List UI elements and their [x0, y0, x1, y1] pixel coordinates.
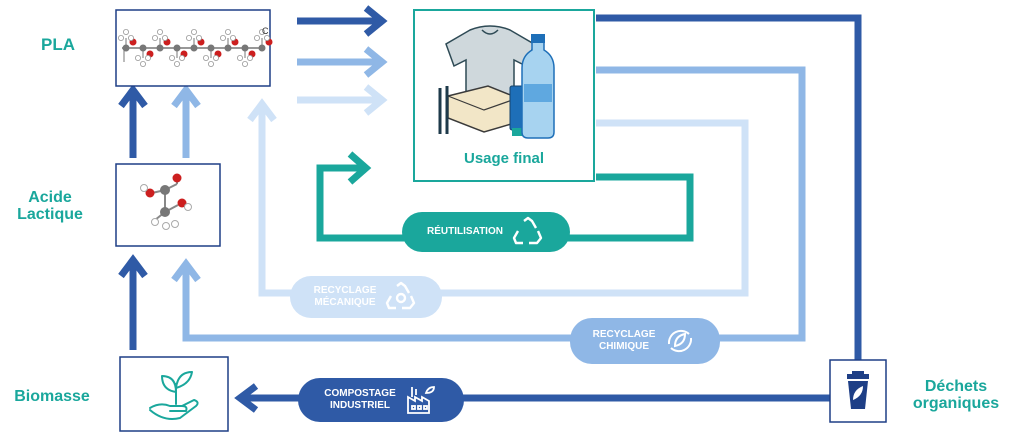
biomasse-label: Biomasse: [14, 388, 90, 405]
hydrogen-atom: [258, 28, 265, 35]
hydrogen-atom: [229, 35, 236, 42]
arrowhead-pla-usage-light: [363, 84, 388, 116]
recyclage-chimique-line2: CHIMIQUE: [598, 341, 649, 352]
pla-molecule-chain: [118, 28, 273, 68]
dechets-label-line2: organiques: [912, 394, 1000, 412]
carbon-atom: [224, 44, 232, 52]
hydrogen-atom: [127, 35, 134, 42]
usage-final-label: Usage final: [464, 150, 544, 167]
molecule-end-label: C: [262, 26, 269, 36]
recyclage-mecanique-pill: RECYCLAGE MÉCANIQUE: [290, 276, 442, 318]
acide-lactique-label: Acide Lactique: [2, 189, 98, 224]
compostage-line2: INDUSTRIEL: [329, 400, 390, 411]
carbon-atom: [156, 44, 164, 52]
arrowhead-chimique-acide: [171, 258, 201, 283]
hydrogen-atom: [241, 61, 248, 68]
hydrogen-atom: [144, 55, 151, 62]
reutilisation-text: RÉUTILISATION: [427, 225, 503, 237]
lactic-acid-molecule: [140, 173, 192, 230]
hydrogen-atom: [219, 35, 226, 42]
hydrogen-atom: [118, 35, 125, 42]
recycle-icon: [512, 216, 543, 245]
plant-in-hand-icon: [149, 371, 199, 420]
hydrogen-atom: [190, 28, 197, 35]
flow-usage-to-dechets: [596, 14, 862, 360]
flow-recyclage-mecanique: [258, 108, 749, 297]
pla-label: PLA: [41, 35, 75, 54]
hydrogen-atom: [202, 55, 209, 62]
hydrogen-atom: [195, 35, 202, 42]
carbon-atom: [173, 44, 181, 52]
hydrogen-atom: [161, 35, 168, 42]
compostage-industriel-pill: COMPOSTAGE INDUSTRIEL: [298, 378, 464, 422]
hydrogen-atom: [246, 55, 253, 62]
arrowhead-acide-to-pla-mid: [171, 84, 201, 109]
recyclage-mecanique-line2: MÉCANIQUE: [314, 297, 376, 308]
arrowhead-biomasse-to-acide: [118, 254, 148, 279]
carbon-atom: [241, 44, 249, 52]
dechets-organiques-label: Déchets organiques: [906, 378, 1006, 413]
hydrogen-atom: [236, 55, 243, 62]
arrowhead-pla-usage-dark: [363, 5, 388, 37]
recycle-gear-icon: [386, 281, 416, 310]
reutilisation-pill: RÉUTILISATION: [402, 212, 570, 252]
arrowhead-mecanique-pla: [247, 98, 277, 123]
hydrogen-atom: [123, 28, 130, 35]
recyclage-chimique-line1: RECYCLAGE: [592, 328, 656, 340]
hydrogen-atom: [212, 55, 219, 62]
carbon-atom: [139, 44, 147, 52]
dechets-label-line1: Déchets: [924, 378, 988, 395]
arrowhead-pla-usage-mid: [363, 46, 388, 78]
arrowhead-reutilisation: [347, 151, 372, 185]
hydrogen-atom: [139, 61, 146, 68]
hydrogen-atom: [151, 35, 158, 42]
recyclage-chimique-pill: RECYCLAGE CHIMIQUE: [570, 318, 720, 364]
hydrogen-atom: [168, 55, 175, 62]
carbon-atom: [190, 44, 198, 52]
leaf-cycle-icon: [668, 329, 693, 353]
hydrogen-atom: [185, 35, 192, 42]
hydrogen-atom: [224, 28, 231, 35]
hydrogen-atom: [178, 55, 185, 62]
carbon-atom: [122, 44, 130, 52]
acide-label-line1: Acide: [28, 189, 72, 206]
carbon-atom: [207, 44, 215, 52]
compostage-line1: COMPOSTAGE: [324, 387, 396, 399]
recyclage-mecanique-line1: RECYCLAGE: [313, 284, 377, 296]
arrowhead-acide-to-pla-dark: [118, 84, 148, 109]
hydrogen-atom: [173, 61, 180, 68]
factory-icon: [406, 386, 435, 414]
carbon-atom: [258, 44, 266, 52]
hydrogen-atom: [207, 61, 214, 68]
tshirt-bottle-tray-illustration: [438, 25, 555, 139]
hydrogen-atom: [134, 55, 141, 62]
arrowhead-compostage: [234, 383, 259, 413]
hydrogen-atom: [156, 28, 163, 35]
acide-lactique-box: [115, 163, 221, 247]
trash-bin-icon: [847, 371, 869, 409]
hydrogen-atom: [263, 35, 270, 42]
acide-label-line2: Lactique: [17, 205, 83, 223]
flow-recyclage-chimique: [182, 66, 806, 342]
hydrogen-atom: [253, 35, 260, 42]
